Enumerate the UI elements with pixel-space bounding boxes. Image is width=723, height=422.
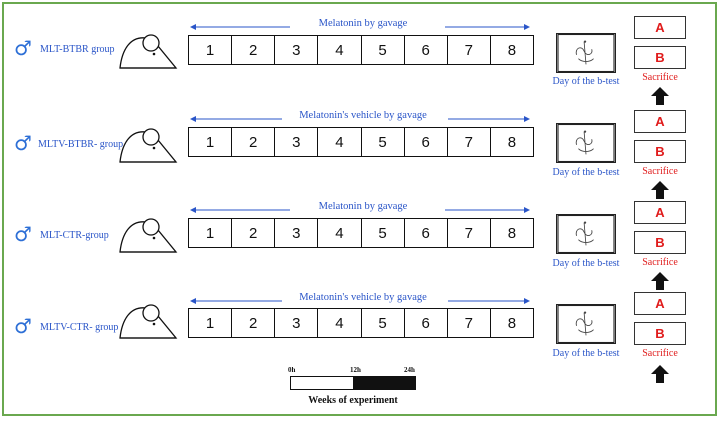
week-cell: 1 bbox=[189, 309, 233, 337]
sacrifice-label: Sacrifice bbox=[642, 166, 678, 177]
box-a: A bbox=[634, 292, 686, 315]
week-cell: 2 bbox=[232, 128, 276, 156]
box-b: B bbox=[634, 231, 686, 254]
week-cell: 4 bbox=[318, 128, 362, 156]
up-arrow-icon bbox=[651, 365, 669, 383]
group-label-1: MLT-BTBR group bbox=[40, 44, 115, 55]
week-cell: 8 bbox=[507, 224, 517, 242]
weeks-bar-2: 1 2 3 4 5 6 7 8 bbox=[188, 127, 534, 157]
weeks-bar-4: 1 2 3 4 5 6 7 8 bbox=[188, 308, 534, 338]
week-cell: 2 bbox=[232, 309, 276, 337]
male-symbol-icon: ♂ bbox=[14, 222, 32, 246]
sacrifice-label: Sacrifice bbox=[642, 348, 678, 359]
up-arrow-icon bbox=[651, 272, 669, 290]
week-cell: 7 bbox=[448, 219, 491, 247]
timeline-mid-label: 12h bbox=[350, 366, 361, 374]
maze-test-icon bbox=[556, 33, 616, 73]
timeline-bar bbox=[290, 376, 416, 390]
group-label-2: MLTV-BTBR- group bbox=[38, 139, 124, 150]
up-arrow-icon bbox=[651, 181, 669, 199]
week-cell: 8 bbox=[507, 133, 517, 151]
test-day-label-4: Day of the b-test bbox=[552, 348, 620, 359]
week-cell: 7 bbox=[448, 128, 491, 156]
box-a: A bbox=[634, 16, 686, 39]
treatment-label-1: Melatonin by gavage bbox=[318, 18, 408, 29]
timeline-end-label: 24h bbox=[404, 366, 415, 374]
test-day-label-3: Day of the b-test bbox=[552, 258, 620, 269]
group-label-4: MLTV-CTR- group bbox=[40, 322, 119, 333]
weeks-bar-1: 1 2 3 4 5 6 7 8 bbox=[188, 35, 534, 65]
weeks-bar-3: 1 2 3 4 5 6 7 8 bbox=[188, 218, 534, 248]
week-cell: 7 bbox=[448, 36, 491, 64]
week-cell: 2 bbox=[232, 36, 276, 64]
timeline-light-half bbox=[291, 377, 353, 389]
week-cell: 4 bbox=[318, 36, 362, 64]
week-cell: 6 bbox=[405, 309, 448, 337]
week-cell: 6 bbox=[405, 128, 448, 156]
week-cell: 5 bbox=[362, 36, 405, 64]
mouse-icon bbox=[119, 128, 178, 163]
week-cell: 5 bbox=[362, 309, 405, 337]
maze-test-icon bbox=[556, 214, 616, 254]
test-day-label-2: Day of the b-test bbox=[552, 167, 620, 178]
treatment-span-arrow-4 bbox=[190, 298, 530, 304]
week-cell: 1 bbox=[189, 128, 233, 156]
mouse-icon bbox=[119, 34, 178, 69]
week-cell: 6 bbox=[405, 219, 448, 247]
maze-test-icon bbox=[556, 304, 616, 344]
test-day-label-1: Day of the b-test bbox=[552, 76, 620, 87]
week-cell: 1 bbox=[189, 219, 233, 247]
week-cell: 4 bbox=[318, 219, 362, 247]
week-cell: 3 bbox=[275, 309, 319, 337]
sacrifice-label: Sacrifice bbox=[642, 72, 678, 83]
week-cell: 4 bbox=[318, 309, 362, 337]
treatment-span-arrow-2 bbox=[190, 116, 530, 122]
week-cell: 3 bbox=[275, 36, 319, 64]
week-cell: 6 bbox=[405, 36, 448, 64]
up-arrow-icon bbox=[651, 87, 669, 105]
week-cell: 7 bbox=[448, 309, 491, 337]
box-a: A bbox=[634, 201, 686, 224]
box-a: A bbox=[634, 110, 686, 133]
mouse-icon bbox=[119, 304, 178, 339]
timeline-start-label: 0h bbox=[288, 366, 296, 374]
male-symbol-icon: ♂ bbox=[14, 131, 32, 155]
treatment-label-2: Melatonin's vehicle by gavage bbox=[299, 110, 427, 121]
week-cell: 8 bbox=[507, 41, 517, 59]
male-symbol-icon: ♂ bbox=[14, 36, 32, 60]
week-cell: 5 bbox=[362, 219, 405, 247]
treatment-label-4: Melatonin's vehicle by gavage bbox=[299, 292, 427, 303]
week-cell: 3 bbox=[275, 219, 319, 247]
week-cell: 8 bbox=[507, 314, 517, 332]
box-b: B bbox=[634, 140, 686, 163]
week-cell: 1 bbox=[189, 36, 233, 64]
week-cell: 5 bbox=[362, 128, 405, 156]
figure-frame bbox=[2, 2, 717, 416]
treatment-span-arrow-1 bbox=[190, 24, 530, 30]
treatment-label-3: Melatonin by gavage bbox=[318, 201, 408, 212]
week-cell: 3 bbox=[275, 128, 319, 156]
week-cell: 2 bbox=[232, 219, 276, 247]
treatment-span-arrow-3 bbox=[190, 207, 530, 213]
mouse-icon bbox=[119, 218, 178, 253]
maze-test-icon bbox=[556, 123, 616, 163]
timeline-dark-half bbox=[353, 377, 415, 389]
box-b: B bbox=[634, 322, 686, 345]
timeline-title: Weeks of experiment bbox=[308, 395, 398, 406]
box-b: B bbox=[634, 46, 686, 69]
male-symbol-icon: ♂ bbox=[14, 314, 32, 338]
sacrifice-label: Sacrifice bbox=[642, 257, 678, 268]
group-label-3: MLT-CTR-group bbox=[40, 230, 109, 241]
